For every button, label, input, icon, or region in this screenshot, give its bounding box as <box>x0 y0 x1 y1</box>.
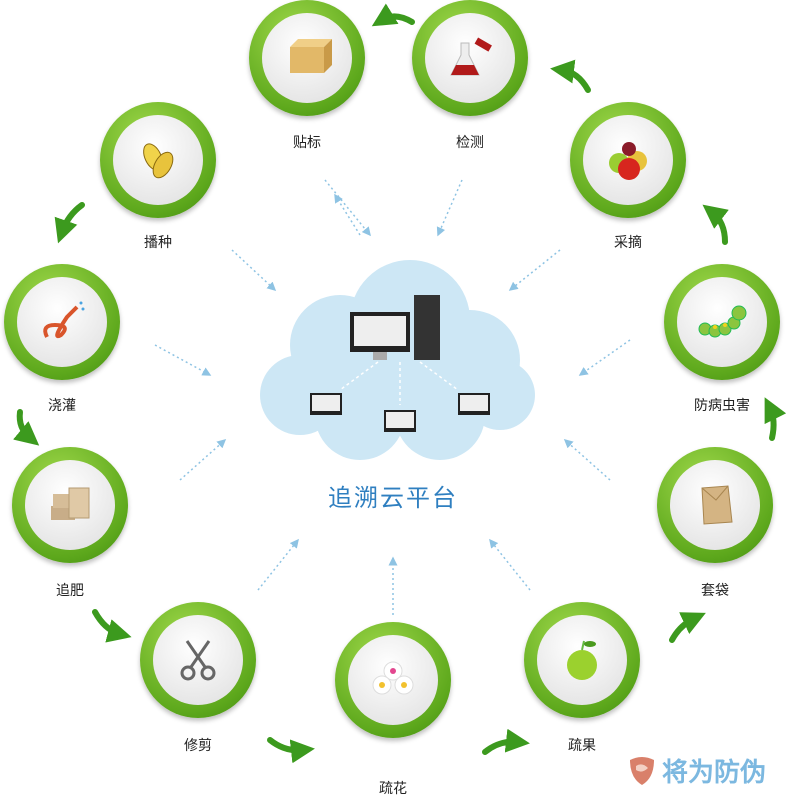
flower-icon <box>372 661 414 695</box>
scissors-icon <box>180 640 216 681</box>
caterpillar-icon <box>698 305 747 338</box>
apple-icon <box>567 640 597 680</box>
step-node <box>140 602 256 718</box>
step-node <box>249 0 365 116</box>
step-node <box>524 602 640 718</box>
green-flow-arrows <box>13 3 787 764</box>
seeds-icon <box>143 143 174 179</box>
watermark: 将为防伪 <box>628 752 766 789</box>
step-label: 采摘 <box>614 235 642 251</box>
fertilizer-bags-icon <box>51 487 90 520</box>
platform-title: 追溯云平台 <box>328 484 458 512</box>
step-label: 套袋 <box>701 583 729 599</box>
step-node <box>12 447 128 563</box>
dotted-arrows <box>154 179 631 615</box>
step-label: 防病虫害 <box>694 398 750 414</box>
step-node <box>657 447 773 563</box>
step-node <box>412 0 528 116</box>
step-node <box>570 102 686 218</box>
box-icon <box>290 39 332 73</box>
step-label: 播种 <box>144 235 172 251</box>
shield-logo-icon <box>630 756 654 785</box>
step-label: 浇灌 <box>48 398 76 414</box>
step-label: 贴标 <box>293 135 321 151</box>
step-label: 疏果 <box>568 738 596 754</box>
hose-icon <box>43 301 85 339</box>
step-label: 追肥 <box>56 583 84 599</box>
step-label: 检测 <box>456 135 484 151</box>
step-node <box>664 264 780 380</box>
fruits-icon <box>609 142 647 180</box>
flask-icon <box>450 37 492 76</box>
paper-bag-icon <box>701 485 733 525</box>
step-node <box>4 264 120 380</box>
step-label: 疏花 <box>379 781 407 797</box>
step-label: 修剪 <box>184 738 212 754</box>
client-monitor-icons <box>310 393 490 432</box>
server-computer-icon <box>350 295 440 360</box>
step-node <box>100 102 216 218</box>
step-node <box>335 622 451 738</box>
